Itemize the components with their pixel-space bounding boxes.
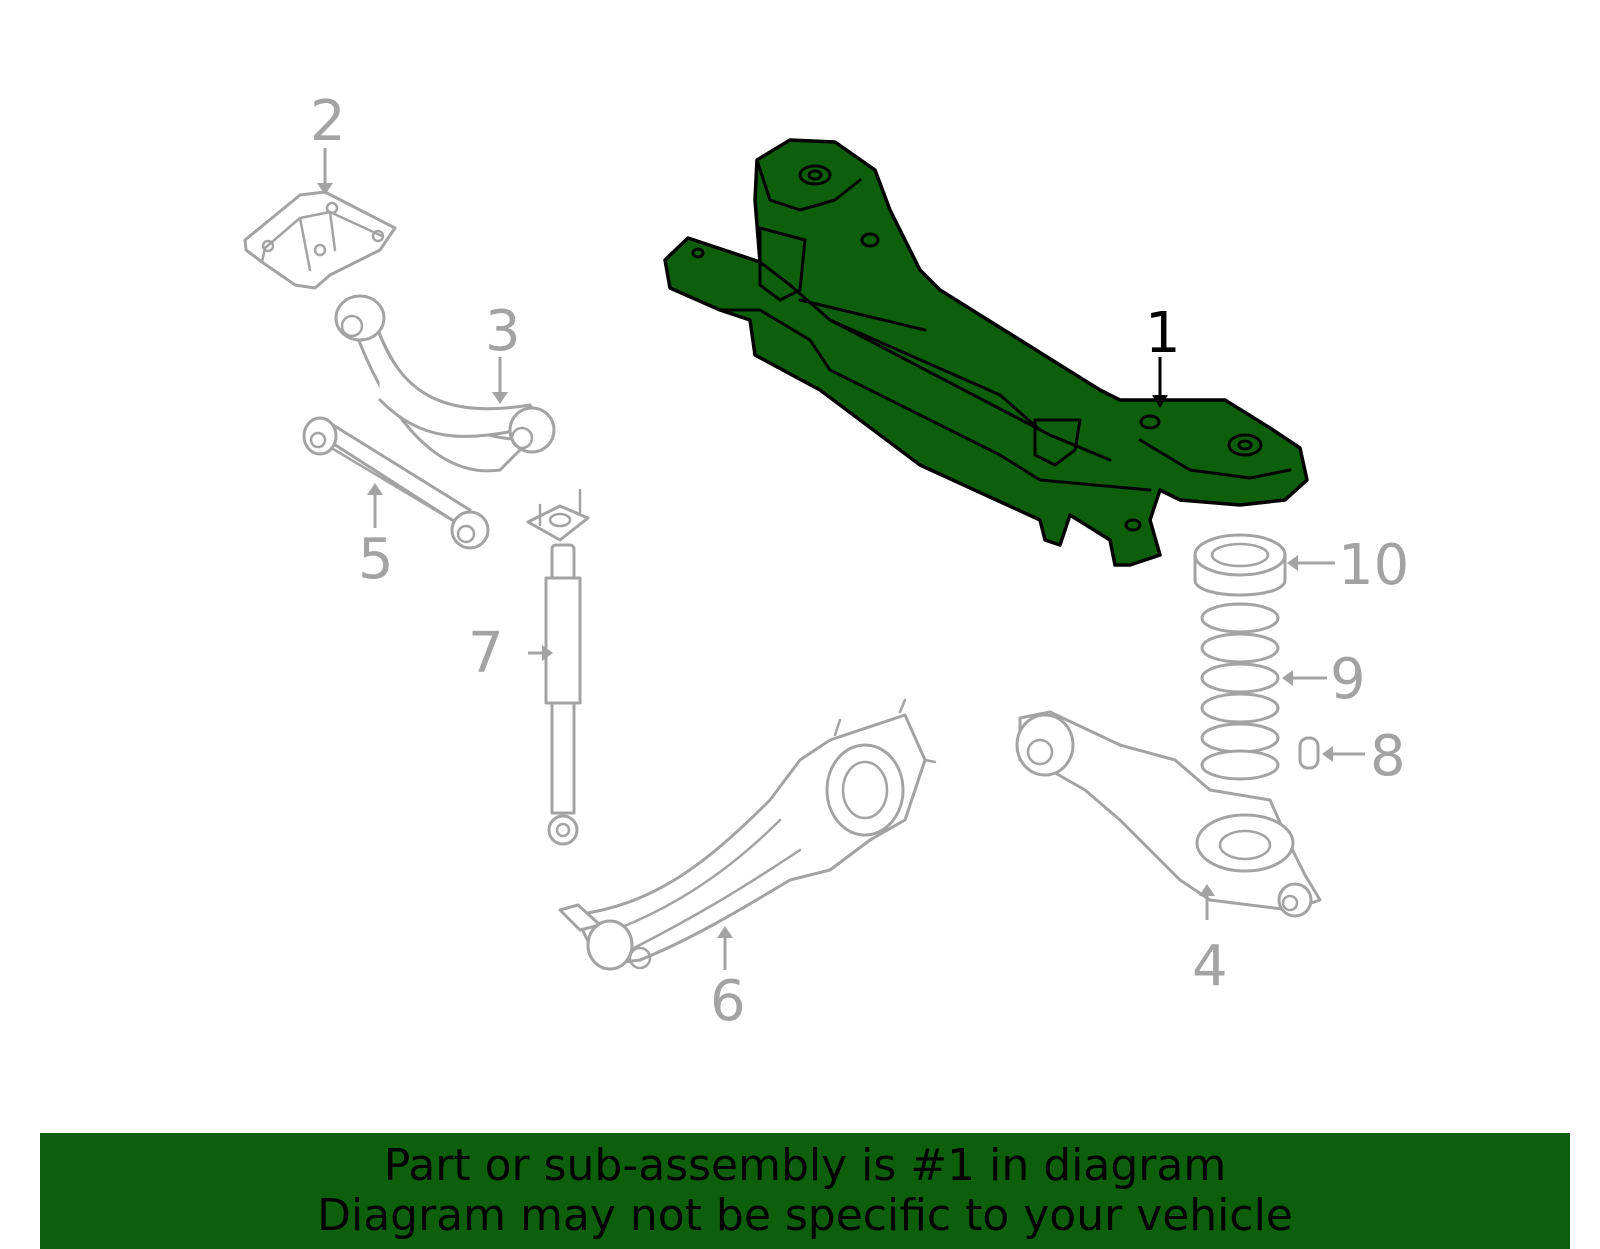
info-banner: Part or sub-assembly is #1 in diagram Di… <box>40 1133 1570 1249</box>
callout-2: 2 <box>310 89 346 154</box>
part-4-lower-arm[interactable] <box>1015 710 1322 918</box>
callout-4: 4 <box>1192 934 1228 999</box>
callout-arrows <box>317 148 1365 970</box>
part-8-bump-stop[interactable] <box>1298 736 1320 770</box>
banner-line-2: Diagram may not be specific to your vehi… <box>317 1190 1293 1241</box>
callout-10: 10 <box>1338 533 1409 598</box>
callout-9: 9 <box>1330 647 1366 712</box>
callout-3: 3 <box>485 299 521 364</box>
callout-6: 6 <box>710 969 746 1034</box>
part-5-lower-link[interactable] <box>302 416 490 550</box>
callout-7: 7 <box>468 621 504 686</box>
part-2-bracket[interactable] <box>243 190 397 290</box>
callout-1: 1 <box>1145 301 1181 366</box>
callout-8: 8 <box>1370 724 1406 789</box>
callout-5: 5 <box>358 527 394 592</box>
part-3-upper-arm[interactable] <box>334 294 556 473</box>
part-1-crossmember[interactable] <box>663 138 1309 567</box>
part-7-shock-absorber[interactable] <box>526 488 590 846</box>
banner-line-1: Part or sub-assembly is #1 in diagram <box>383 1140 1227 1191</box>
part-6-trailing-arm[interactable] <box>558 698 937 971</box>
part-9-coil-spring[interactable] <box>1200 602 1280 781</box>
part-10-spring-seat[interactable] <box>1193 533 1287 597</box>
